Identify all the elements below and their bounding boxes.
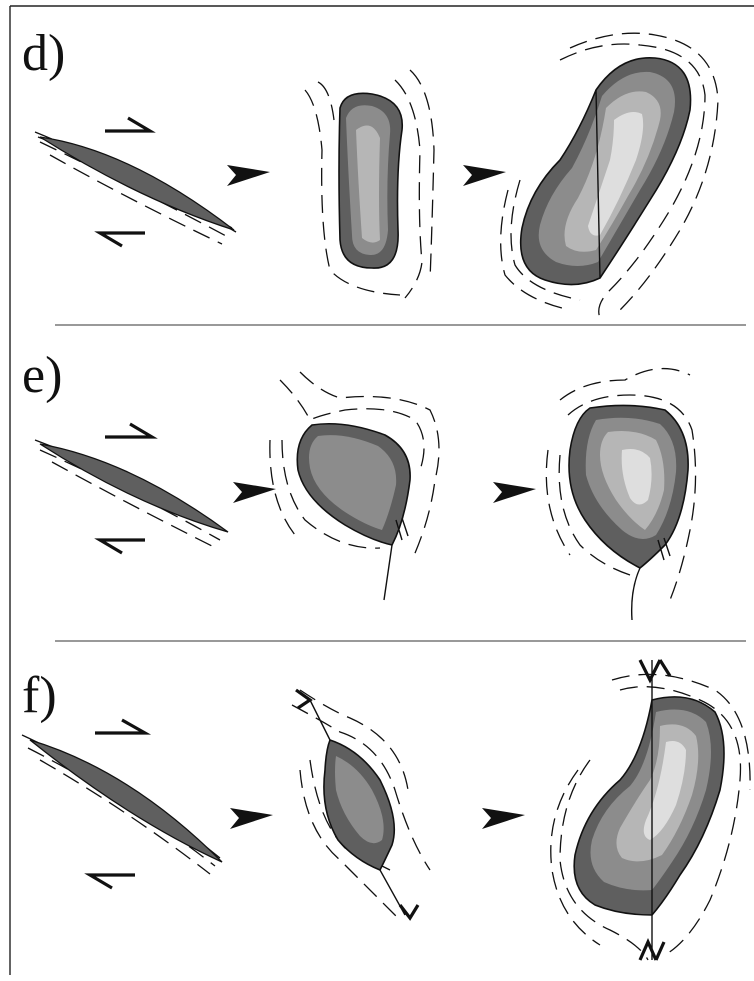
porphyroblast-stage2-e: [270, 372, 439, 600]
lens-shape: [40, 444, 228, 532]
shear-arrow-top-f: [95, 720, 145, 733]
shear-tick-f3-top: [640, 660, 670, 680]
shear-arrow-bottom-f: [90, 875, 135, 888]
arrow-right-icon: [463, 165, 506, 186]
lens-initial-d: [35, 118, 236, 246]
porphyroblast-stage2-f: [292, 690, 430, 920]
shear-arrow-bottom-d: [100, 233, 145, 246]
arrow-right-icon: [482, 808, 525, 829]
arrow-right-icon: [233, 482, 276, 503]
arrow-right-icon: [227, 165, 270, 186]
lens-shape: [30, 740, 222, 862]
lens-shape: [40, 137, 234, 230]
panel-label-d: d): [22, 25, 65, 82]
panel-f: f): [22, 660, 750, 960]
panel-e: e): [22, 347, 696, 620]
arrow-right-icon: [493, 482, 536, 503]
panel-label-e: e): [22, 347, 62, 404]
porphyroblast-stage3-d: [501, 33, 718, 318]
shear-arrow-top-d: [105, 118, 150, 131]
panel-d: d): [22, 25, 718, 318]
panel-label-f: f): [22, 667, 57, 724]
lens-initial-e: [35, 424, 228, 553]
porphyroblast-stage3-e: [546, 369, 695, 620]
shear-arrow-bottom-e: [100, 540, 145, 553]
arrow-right-icon: [230, 808, 273, 829]
lens-initial-f: [22, 720, 222, 888]
shear-arrow-top-e: [105, 424, 152, 437]
porphyroblast-stage2-d: [305, 70, 434, 298]
porphyroblast-stage3-f: [551, 660, 750, 960]
